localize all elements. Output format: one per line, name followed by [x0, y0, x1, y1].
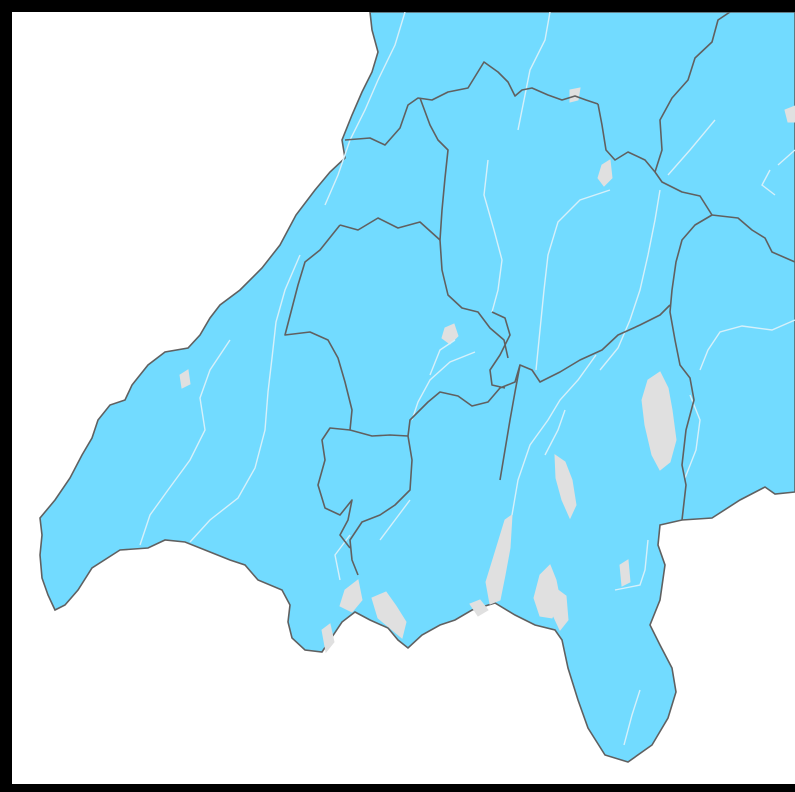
land-mass	[39, 12, 795, 763]
river	[684, 394, 701, 479]
lake	[784, 105, 795, 123]
river	[761, 169, 776, 196]
lake	[339, 579, 363, 613]
map-canvas[interactable]	[12, 12, 795, 784]
region-boundary	[597, 103, 713, 216]
region-boundary	[284, 224, 409, 437]
region-boundary	[669, 214, 713, 521]
river	[623, 689, 641, 746]
river-layer	[139, 12, 795, 746]
river	[429, 339, 456, 376]
river	[517, 12, 551, 131]
river	[777, 149, 795, 166]
region-boundary	[349, 435, 413, 576]
river	[411, 351, 476, 421]
lake	[552, 589, 569, 631]
river	[189, 254, 301, 543]
boundary-layer	[284, 12, 795, 576]
river	[699, 319, 795, 371]
region-boundary	[654, 12, 731, 173]
river	[379, 499, 411, 541]
lake	[619, 559, 631, 587]
lake	[321, 623, 335, 654]
river	[544, 409, 566, 456]
lake	[179, 369, 191, 389]
lake	[469, 599, 489, 617]
river	[667, 119, 716, 176]
lake-layer	[179, 87, 795, 654]
river	[511, 354, 597, 516]
region-boundary	[499, 364, 521, 481]
river	[535, 189, 611, 371]
lake	[569, 87, 581, 103]
river	[614, 539, 649, 591]
lake	[554, 454, 577, 520]
river	[324, 12, 406, 206]
lake	[485, 513, 513, 605]
region-boundary	[711, 214, 795, 263]
river	[483, 159, 503, 313]
river	[599, 189, 661, 371]
region-boundary	[339, 217, 441, 241]
region-boundary	[344, 61, 599, 146]
region-boundary	[317, 427, 353, 549]
river	[139, 339, 231, 546]
lake	[371, 591, 407, 639]
region-boundary	[489, 311, 511, 389]
lake	[597, 159, 613, 187]
lake	[641, 371, 677, 471]
region-boundary	[419, 97, 509, 359]
